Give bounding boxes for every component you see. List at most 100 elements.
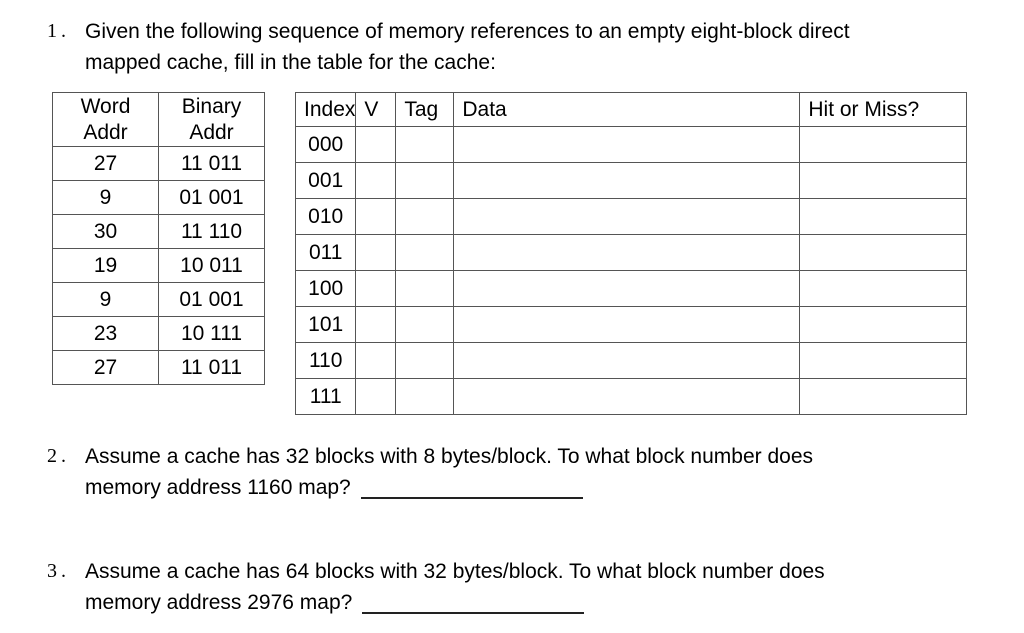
tag-cell [395,270,455,307]
table-row: 23 10 111 [52,316,265,351]
cache-fill-in-table: Index V Tag Data Hit or Miss? 000 001 01… [294,92,968,415]
question-3: 3. Assume a cache has 64 blocks with 32 … [47,556,825,618]
hit-or-miss-column-header: Hit or Miss? [799,92,968,127]
table-row: 9 01 001 [52,180,265,215]
data-cell [453,306,801,343]
hit-or-miss-cell [799,342,968,379]
valid-cell [355,162,397,199]
question-2: 2. Assume a cache has 32 blocks with 8 b… [47,441,813,503]
data-cell [453,126,801,163]
index-cell: 001 [294,162,357,199]
tag-cell [395,234,455,271]
index-cell: 100 [294,270,357,307]
table-row: 27 11 011 [52,146,265,181]
tag-cell [395,162,455,199]
question-3-number: 3. [47,560,70,582]
question-3-line1: Assume a cache has 64 blocks with 32 byt… [85,560,825,583]
question-2-line2-text: memory address 1160 map? [85,476,351,499]
data-cell [453,270,801,307]
tag-cell [395,198,455,235]
valid-column-header: V [355,92,397,127]
binary-addr-cell: 11 011 [158,146,265,181]
header-line: Word [80,94,131,118]
tag-cell [395,306,455,343]
word-addr-cell: 23 [52,316,159,351]
index-column-header: Index [294,92,357,127]
binary-addr-cell: 10 111 [158,316,265,351]
question-3-line2: memory address 2976 map? [85,587,825,618]
header-line: Binary [181,94,242,118]
binary-addr-cell: 10 011 [158,248,265,283]
table-row: 000 [294,126,968,163]
tag-cell [395,342,455,379]
valid-cell [355,126,397,163]
hit-or-miss-cell [799,378,968,415]
index-cell: 111 [294,378,357,415]
question-2-number: 2. [47,445,70,467]
table-row: 27 11 011 [52,350,265,385]
table-row: 9 01 001 [52,282,265,317]
hit-or-miss-cell [799,126,968,163]
table-row: 19 10 011 [52,248,265,283]
valid-cell [355,378,397,415]
valid-cell [355,198,397,235]
binary-addr-cell: 11 110 [158,214,265,249]
tag-cell [395,378,455,415]
table-header-row: Word Addr Binary Addr [52,92,265,147]
table-row: 101 [294,306,968,343]
table-row: 011 [294,234,968,271]
question-2-line2: memory address 1160 map? [85,472,813,503]
question-1-line2: mapped cache, fill in the table for the … [85,51,496,74]
word-addr-column-header: Word Addr [52,92,159,147]
binary-addr-cell: 11 011 [158,350,265,385]
valid-cell [355,306,397,343]
question-3-text: Assume a cache has 64 blocks with 32 byt… [85,556,825,618]
binary-addr-cell: 01 001 [158,282,265,317]
binary-addr-column-header: Binary Addr [158,92,265,147]
header-line: Addr [189,120,234,144]
question-1: 1. Given the following sequence of memor… [47,16,850,78]
hit-or-miss-cell [799,270,968,307]
data-cell [453,198,801,235]
valid-cell [355,270,397,307]
tag-column-header: Tag [395,92,455,127]
table-row: 001 [294,162,968,199]
table-header-row: Index V Tag Data Hit or Miss? [294,92,968,127]
binary-addr-cell: 01 001 [158,180,265,215]
data-cell [453,378,801,415]
word-addr-cell: 27 [52,350,159,385]
question-2-answer-blank [360,479,583,499]
index-cell: 011 [294,234,357,271]
hit-or-miss-cell [799,306,968,343]
header-line: Addr [83,120,128,144]
word-addr-cell: 9 [52,282,159,317]
index-cell: 110 [294,342,357,379]
question-3-line2-text: memory address 2976 map? [85,591,353,614]
table-row: 30 11 110 [52,214,265,249]
hit-or-miss-cell [799,234,968,271]
question-1-line1: Given the following sequence of memory r… [85,20,850,43]
table-row: 100 [294,270,968,307]
word-addr-cell: 19 [52,248,159,283]
data-cell [453,342,801,379]
valid-cell [355,234,397,271]
memory-reference-table: Word Addr Binary Addr 27 11 011 9 01 001… [52,92,265,385]
word-addr-cell: 30 [52,214,159,249]
data-cell [453,162,801,199]
question-2-text: Assume a cache has 32 blocks with 8 byte… [85,441,813,503]
index-cell: 000 [294,126,357,163]
data-column-header: Data [453,92,801,127]
word-addr-cell: 27 [52,146,159,181]
table-row: 010 [294,198,968,235]
word-addr-cell: 9 [52,180,159,215]
question-1-text: Given the following sequence of memory r… [85,16,850,78]
hit-or-miss-cell [799,198,968,235]
table-row: 111 [294,378,968,415]
question-2-line1: Assume a cache has 32 blocks with 8 byte… [85,445,813,468]
table-row: 110 [294,342,968,379]
index-cell: 010 [294,198,357,235]
index-cell: 101 [294,306,357,343]
hit-or-miss-cell [799,162,968,199]
question-3-answer-blank [362,594,585,614]
data-cell [453,234,801,271]
